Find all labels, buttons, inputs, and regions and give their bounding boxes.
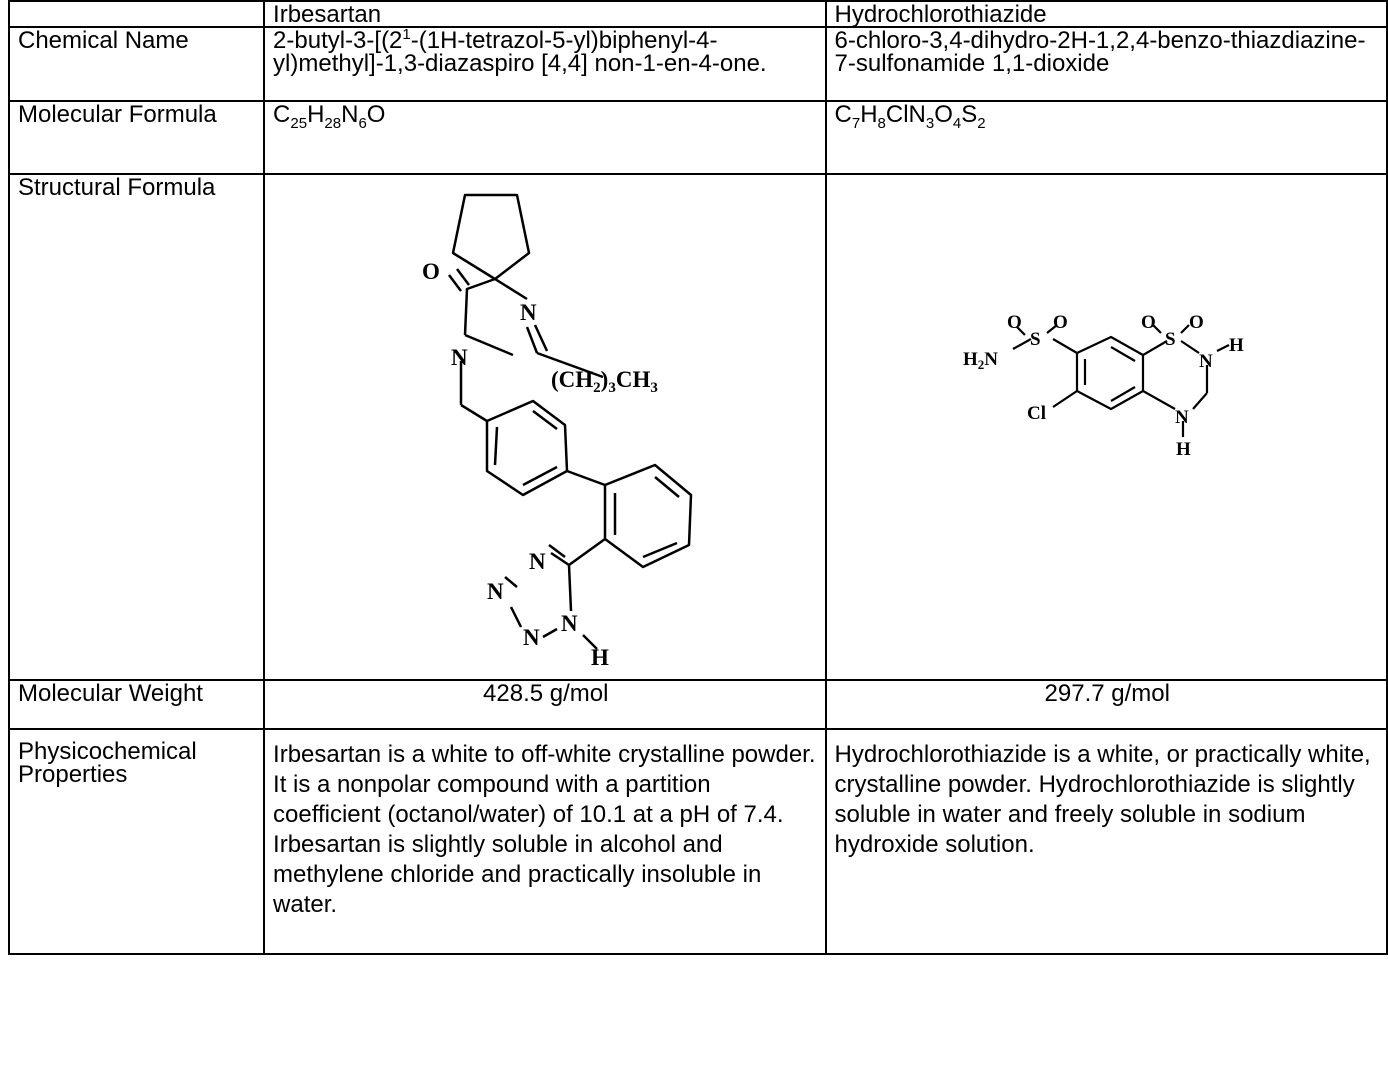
- label-physicochemical: Physicochemical Properties: [7, 728, 266, 955]
- hctz-atom-n-top: N: [1199, 351, 1213, 372]
- irbesartan-structure-diagram: O N N (CH2)3CH3 N N N N H: [422, 193, 693, 670]
- hctz-molecular-formula: C7H8ClN3O4S2: [824, 100, 1388, 175]
- irbesartan-molecular-formula: C25H28N6O: [263, 100, 827, 175]
- row-physicochemical: Physicochemical Properties Irbesartan is…: [7, 728, 1388, 955]
- drug-comparison-table: Irbesartan Hydrochlorothiazide Chemical …: [7, 0, 1388, 955]
- irbesartan-physicochemical: Irbesartan is a white to off-white cryst…: [263, 728, 827, 955]
- benzene-ring-1: [485, 399, 569, 497]
- hctz-atom-s2: S: [1165, 329, 1176, 350]
- cyclopentane-ring: [451, 193, 531, 281]
- hctz-atom-cl: Cl: [1027, 403, 1046, 424]
- label-structural-formula: Structural Formula: [7, 173, 266, 681]
- atom-n-imidazole-1: N: [520, 300, 537, 325]
- butyl-chain-label: (CH2)3CH3: [551, 367, 658, 396]
- label-chemical-name: Chemical Name: [7, 26, 266, 102]
- hctz-structure-diagram: O S O O S O H2N N H Cl N H: [963, 312, 1244, 460]
- hctz-benzene-ring: [1075, 335, 1144, 411]
- atom-o: O: [422, 259, 440, 284]
- row-molecular-formula: Molecular Formula C25H28N6O C7H8ClN3O4S2: [7, 100, 1388, 175]
- label-molecular-weight: Molecular Weight: [7, 679, 266, 730]
- header-irbesartan: Irbesartan: [263, 0, 827, 28]
- hctz-atom-h-top: H: [1229, 335, 1244, 356]
- hctz-atom-s1: S: [1030, 329, 1041, 350]
- hctz-physicochemical: Hydrochlorothiazide is a white, or pract…: [824, 728, 1388, 955]
- row-chemical-name: Chemical Name 2-butyl-3-[(21-(1H-tetrazo…: [7, 26, 1388, 102]
- hctz-atom-o4: O: [1189, 312, 1204, 333]
- irbesartan-structure-cell: O N N (CH2)3CH3 N N N N H: [263, 173, 827, 681]
- hctz-molecular-weight: 297.7 g/mol: [824, 679, 1388, 730]
- hctz-atom-h-bottom: H: [1176, 439, 1191, 460]
- irbesartan-molecular-weight: 428.5 g/mol: [263, 679, 827, 730]
- atom-n-tetrazole-2: N: [487, 579, 504, 604]
- atom-n-tetrazole-4: N: [561, 611, 578, 636]
- imidazolone-ring: [463, 277, 539, 357]
- hctz-chemical-name: 6-chloro-3,4-dihydro-2H-1,2,4-benzo-thia…: [824, 26, 1388, 102]
- header-empty-cell: [7, 0, 266, 28]
- row-molecular-weight: Molecular Weight 428.5 g/mol 297.7 g/mol: [7, 679, 1388, 730]
- row-structural-formula: Structural Formula: [7, 173, 1388, 681]
- hctz-amine-label: H2N: [963, 349, 998, 372]
- hctz-structure-cell: O S O O S O H2N N H Cl N H: [824, 173, 1388, 681]
- atom-n-tetrazole-1: N: [529, 549, 546, 574]
- atom-n-imidazole-2: N: [451, 345, 468, 370]
- hctz-atom-o2: O: [1053, 312, 1068, 333]
- atom-n-tetrazole-3: N: [523, 625, 540, 650]
- benzene-ring-2: [603, 463, 693, 569]
- label-molecular-formula: Molecular Formula: [7, 100, 266, 175]
- hctz-atom-o1: O: [1007, 312, 1022, 333]
- hctz-atom-n-bottom: N: [1175, 407, 1189, 428]
- header-row: Irbesartan Hydrochlorothiazide: [7, 0, 1388, 28]
- header-hydrochlorothiazide: Hydrochlorothiazide: [824, 0, 1388, 28]
- irbesartan-chemical-name: 2-butyl-3-[(21-(1H-tetrazol-5-yl)bipheny…: [263, 26, 827, 102]
- atom-h-tetrazole: H: [591, 645, 609, 670]
- hctz-atom-o3: O: [1141, 312, 1156, 333]
